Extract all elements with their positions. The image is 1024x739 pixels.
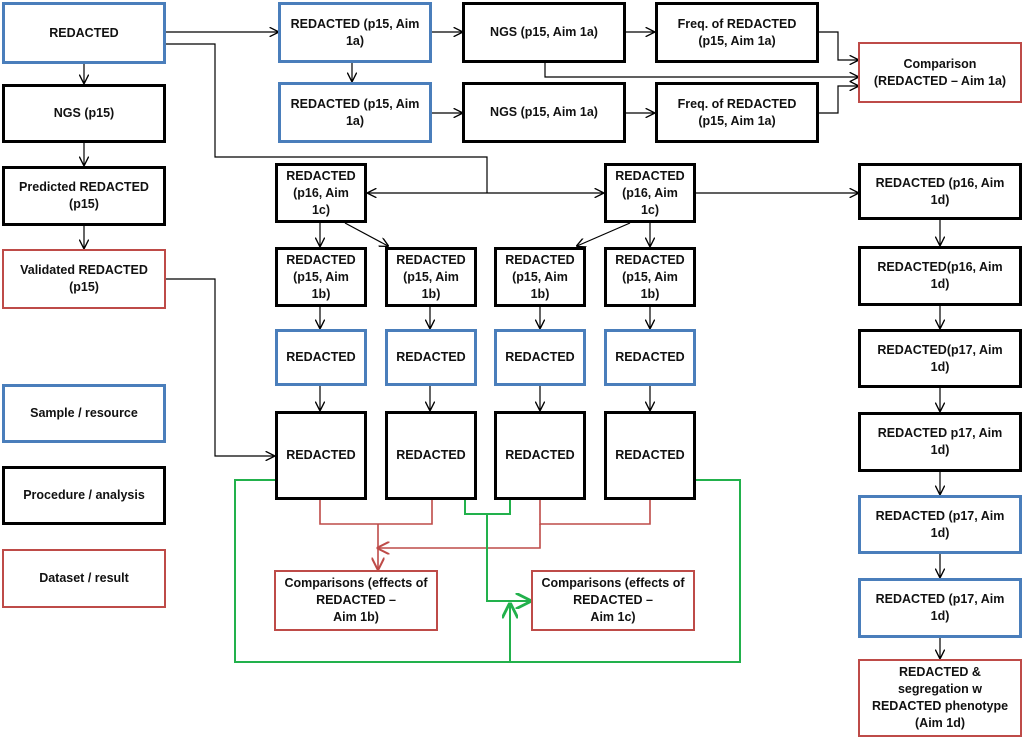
mid-sample-b: REDACTED: [385, 329, 477, 386]
aim1a-sample-box-1: REDACTED (p15, Aim 1a): [278, 2, 432, 63]
p15-1b-box-a: REDACTED (p15, Aim 1b): [275, 247, 367, 307]
low-proc-d: REDACTED: [604, 411, 696, 500]
legend-procedure-analysis: Procedure / analysis: [2, 466, 166, 525]
line-root-to-p16: [166, 43, 488, 193]
ngs-p15-box: NGS (p15): [2, 84, 166, 143]
comparison-aim1b-box: Comparisons (effects of REDACTED – Aim 1…: [274, 570, 438, 631]
green-arrow-to-comp-1c: [486, 514, 530, 601]
root-sample-box: REDACTED: [2, 2, 166, 64]
arrow-freq2-to-comparison: [819, 86, 858, 114]
aim1d-box-4: REDACTED p17, Aim 1d): [858, 412, 1022, 472]
mid-sample-a: REDACTED: [275, 329, 367, 386]
aim1d-box-6: REDACTED (p17, Aim 1d): [858, 578, 1022, 638]
validated-box: Validated REDACTED (p15): [2, 249, 166, 309]
aim1d-box-2: REDACTED(p16, Aim 1d): [858, 246, 1022, 306]
red-link-low-cd: [539, 500, 651, 525]
mid-sample-c: REDACTED: [494, 329, 586, 386]
p15-1b-box-d: REDACTED (p15, Aim 1b): [604, 247, 696, 307]
p15-1b-box-b: REDACTED (p15, Aim 1b): [385, 247, 477, 307]
aim1a-sample-box-2: REDACTED (p15, Aim 1a): [278, 82, 432, 143]
aim1d-box-1: REDACTED (p16, Aim 1d): [858, 163, 1022, 220]
red-link-low-a: [319, 500, 433, 525]
mid-sample-d: REDACTED: [604, 329, 696, 386]
aim1d-box-3: REDACTED(p17, Aim 1d): [858, 329, 1022, 388]
aim1d-box-7: REDACTED & segregation w REDACTED phenot…: [858, 659, 1022, 737]
red-link-to-comp-1b: [378, 524, 541, 548]
predicted-box: Predicted REDACTED (p15): [2, 166, 166, 226]
legend-dataset-result: Dataset / result: [2, 549, 166, 608]
aim1d-box-5: REDACTED (p17, Aim 1d): [858, 495, 1022, 554]
arrow-p16l-to-1b-b: [344, 222, 388, 246]
p16-right-box: REDACTED (p16, Aim 1c): [604, 163, 696, 223]
aim1a-ngs-box-1: NGS (p15, Aim 1a): [462, 2, 626, 63]
comparison-aim1c-box: Comparisons (effects of REDACTED – Aim 1…: [531, 570, 695, 631]
p15-1b-box-c: REDACTED (p15, Aim 1b): [494, 247, 586, 307]
arrow-p16r-to-1b-c: [577, 222, 631, 246]
arrow-validated-to-low-a: [166, 278, 274, 456]
aim1a-ngs-box-2: NGS (p15, Aim 1a): [462, 82, 626, 143]
green-link-low-bc: [464, 500, 511, 515]
aim1a-comparison-box: Comparison (REDACTED – Aim 1a): [858, 42, 1022, 103]
green-loop: [234, 479, 741, 663]
legend-sample-resource: Sample / resource: [2, 384, 166, 443]
p16-left-box: REDACTED (p16, Aim 1c): [275, 163, 367, 223]
low-proc-a: REDACTED: [275, 411, 367, 500]
low-proc-b: REDACTED: [385, 411, 477, 500]
low-proc-c: REDACTED: [494, 411, 586, 500]
arrow-freq1-to-comparison: [819, 31, 858, 60]
aim1a-freq-box-1: Freq. of REDACTED (p15, Aim 1a): [655, 2, 819, 63]
arrow-ngs-to-comparison: [544, 63, 858, 77]
aim1a-freq-box-2: Freq. of REDACTED (p15, Aim 1a): [655, 82, 819, 143]
